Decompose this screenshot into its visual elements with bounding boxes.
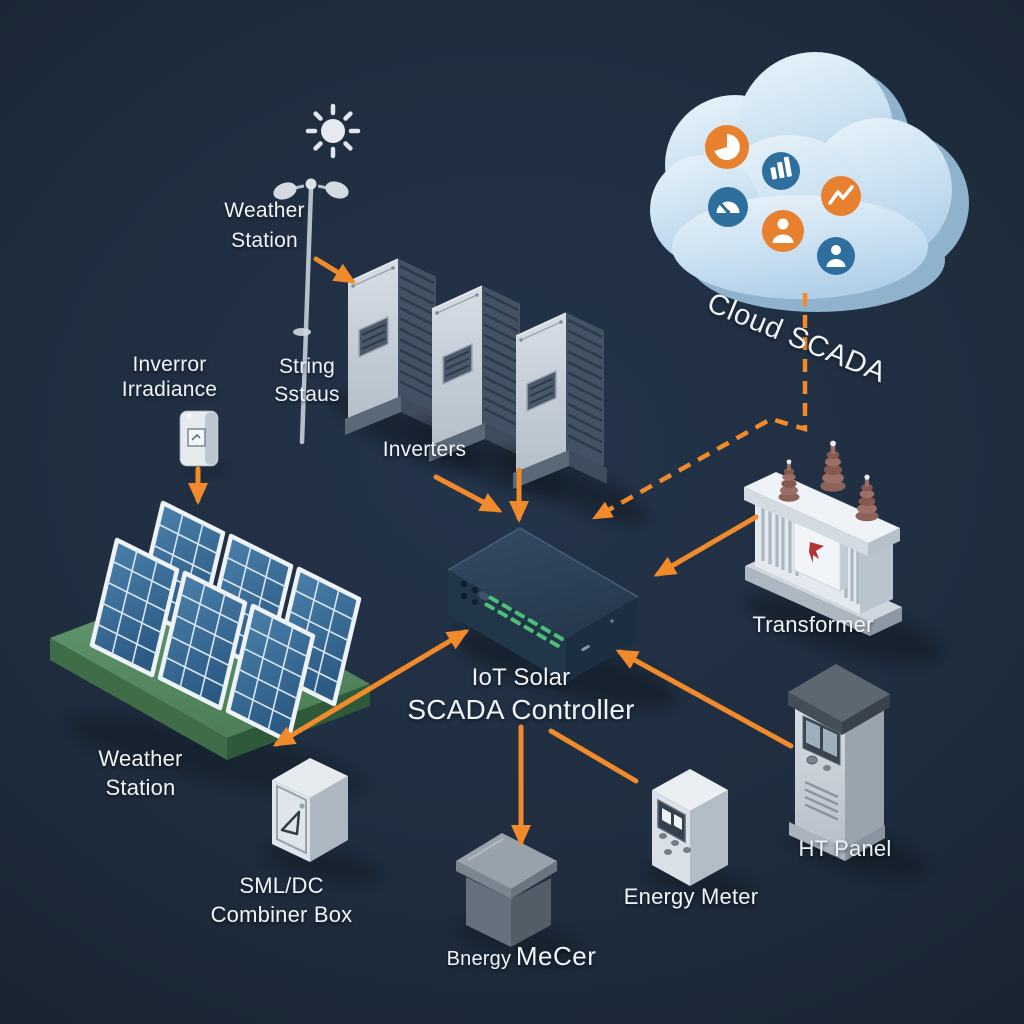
label-line: IoT Solar — [471, 664, 571, 691]
energy-meter-illustration — [646, 769, 754, 902]
irradiance-sensor — [179, 410, 223, 475]
ht-panel-illustration — [788, 664, 926, 879]
label-line: HT Panel — [798, 836, 892, 861]
danger-symbol — [809, 542, 824, 563]
label-line: Station — [231, 229, 298, 252]
label-transformer: Transformer — [733, 610, 893, 639]
arrow-inverters-left-controller — [433, 474, 503, 513]
label-ht-panel: HT Panel — [765, 834, 925, 863]
label-line: Transformer — [752, 612, 874, 637]
label-controller: IoT Solar SCADA Controller — [391, 663, 651, 726]
label-line: Station — [105, 775, 176, 800]
label-energy-meter: Energy Meter — [611, 882, 771, 911]
label-line: Combiner Box — [210, 902, 353, 927]
user-icon — [762, 210, 804, 252]
label-part: MeCer — [515, 941, 597, 971]
controller-vent-dots — [460, 580, 479, 606]
user-icon-2 — [817, 237, 855, 275]
label-line: SCADA Controller — [407, 694, 635, 725]
label-line: SML/DC — [239, 873, 324, 898]
label-weather-station-top: Weather Station — [187, 196, 342, 256]
cloud-scada-illustration — [650, 52, 969, 312]
label-irradiance: Inverror Irradiance — [92, 352, 247, 402]
label-line: Inverters — [382, 438, 467, 461]
label-line: Weather — [224, 199, 305, 222]
label-line: Weather — [98, 746, 183, 771]
arrow-cloud-controller-dashed — [592, 293, 808, 520]
line-controller-energymeter — [548, 728, 639, 784]
arrow-htpanel-controller — [615, 649, 794, 749]
arrow-combiner-controller-bidirectional — [272, 629, 470, 747]
cloud-shape — [650, 52, 952, 299]
label-inverters: Inverters — [347, 436, 502, 464]
label-part: Bnergy — [446, 948, 512, 970]
transformer-illustration — [744, 440, 942, 663]
combiner-box-illustration — [265, 758, 379, 884]
weather-station-pole — [273, 178, 349, 445]
scada-controller-illustration — [447, 527, 676, 709]
meter-box-illustration — [456, 833, 581, 962]
bar-chart-icon — [762, 152, 800, 190]
label-string-status: String Sstaus — [232, 353, 382, 409]
label-solar-array: Weather Station — [63, 744, 218, 802]
label-combiner-box: SML/DC Combiner Box — [179, 871, 384, 929]
label-line: Irradiance — [121, 378, 218, 401]
arrow-weatherstation-inverters — [313, 256, 357, 284]
arrow-transformer-controller — [653, 514, 759, 577]
label-line: String — [278, 355, 336, 378]
sun-icon — [305, 103, 361, 159]
meter-buttons — [659, 833, 691, 855]
controller-led-ports — [484, 595, 565, 649]
gauge-icon — [708, 187, 748, 227]
label-line: Sstaus — [274, 383, 340, 406]
label-line: Energy Meter — [623, 884, 759, 909]
line-chart-icon — [821, 176, 861, 216]
warning-triangle-icon — [280, 810, 301, 836]
connection-arrows — [188, 256, 808, 847]
label-line: Inverror — [132, 353, 207, 376]
label-meter-box: Bnergy MeCer — [419, 939, 624, 973]
pie-chart-icon — [705, 125, 749, 169]
